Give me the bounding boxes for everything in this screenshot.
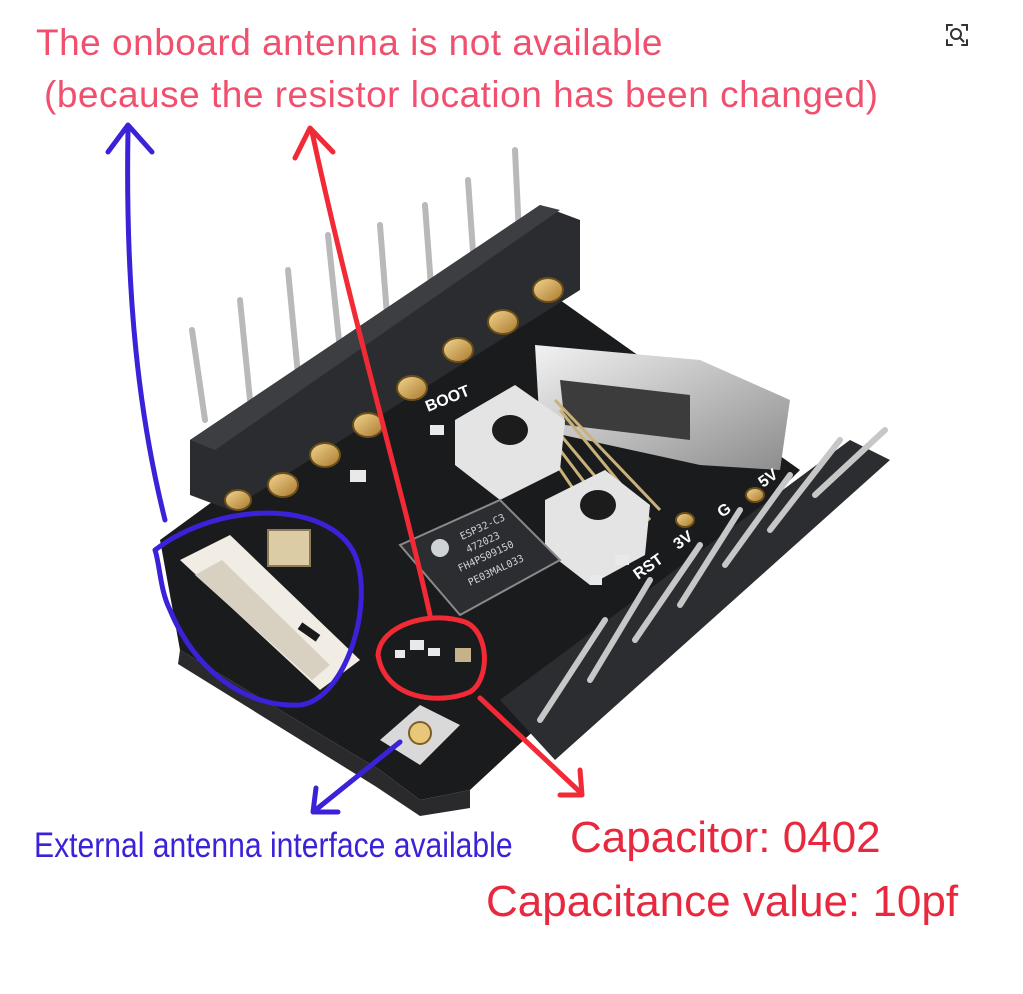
red-arrow-down [477, 695, 583, 795]
back-header-pads [224, 277, 564, 511]
back-header-block [190, 205, 580, 510]
title-line-2: (because the resistor location has been … [44, 74, 879, 115]
esp32-chip: ESP32-C3 472023 FH4PS09150 PE03MAL033 [398, 498, 562, 617]
red-arrow-up [309, 129, 433, 618]
front-header [500, 427, 890, 760]
blue-annotation [105, 122, 403, 815]
boot-button [455, 385, 565, 500]
red-circle [375, 615, 487, 701]
title-line-1: The onboard antenna is not available [36, 22, 663, 63]
zoom-magnifier-icon [946, 24, 968, 46]
capacitance-value-label: Capacitance value: 10pf [486, 877, 959, 926]
passive-components [350, 425, 629, 662]
onboard-antenna [180, 529, 360, 690]
blue-arrow-up [125, 127, 168, 523]
capacitor-type-label: Capacitor: 0402 [570, 813, 881, 862]
usb-c-connector [535, 345, 790, 551]
ufl-connector [380, 705, 460, 765]
zoom-button[interactable] [942, 20, 972, 50]
external-antenna-label: External antenna interface available [34, 826, 513, 865]
red-annotation [292, 125, 585, 798]
blue-arrow-down [315, 739, 403, 811]
blue-circle [152, 510, 364, 708]
